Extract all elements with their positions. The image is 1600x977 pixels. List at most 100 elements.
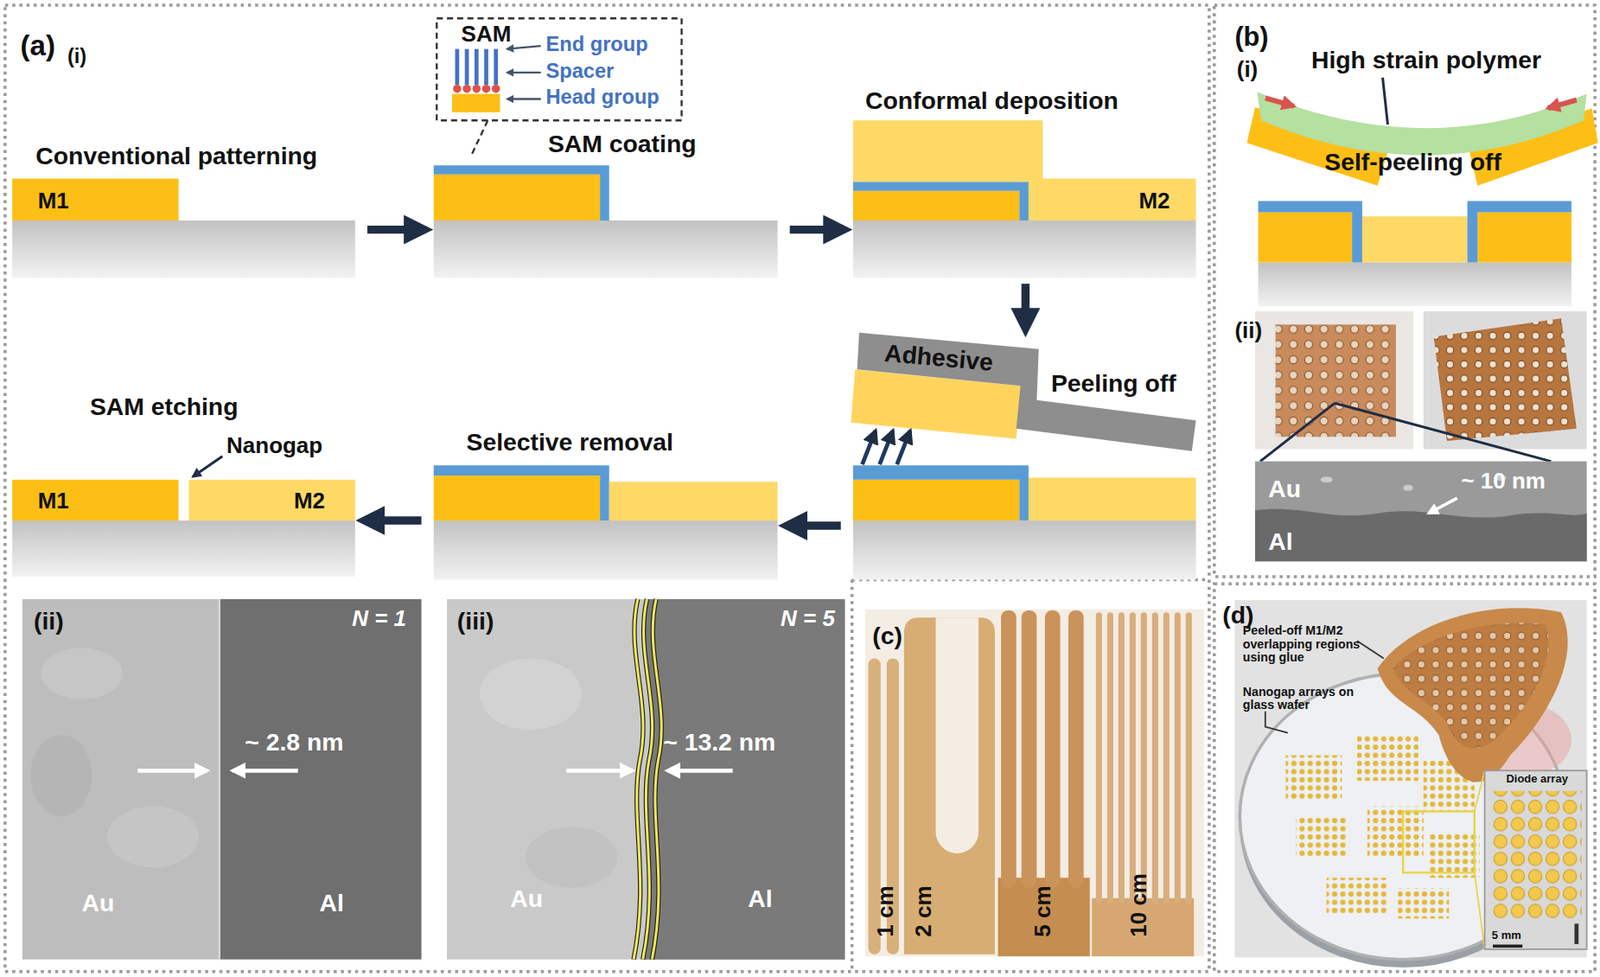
cross-section (433, 475, 600, 521)
electrode-photo (1152, 611, 1159, 903)
adhesive-label: Adhesive (883, 339, 995, 377)
self-peeling-schematic: High strain polymerSelf-peeling off (1249, 45, 1592, 308)
sam-molecule-sketch (457, 49, 497, 85)
tem-micrograph (479, 657, 582, 730)
tem-micrograph (643, 599, 653, 960)
wafer-photo (1357, 734, 1419, 781)
cross-section (433, 220, 778, 278)
material-label: Al (318, 889, 344, 917)
process-step: Selective removal (433, 428, 778, 581)
gap-measurement: ~ 10 nm (1460, 469, 1545, 495)
panel-frame (1214, 583, 1595, 972)
electrode-photo (1129, 611, 1136, 903)
wafer-photo (1397, 887, 1449, 918)
cross-section (12, 178, 179, 221)
tem-micrograph (633, 599, 644, 960)
tem-image: (ii)N = 1~ 2.8 nmAuAl (22, 599, 422, 960)
cross-section (1028, 477, 1197, 521)
electrode-photo (1045, 610, 1061, 888)
tem-micrograph (446, 599, 845, 960)
electrode-photo (1107, 611, 1114, 903)
sam-molecule-sketch (465, 49, 470, 85)
cross-section (433, 174, 600, 221)
wafer-photo (1402, 810, 1475, 873)
cross-section (433, 465, 778, 580)
cross-section (853, 120, 1197, 278)
step-title: SAM etching (89, 394, 239, 421)
cross-section (851, 332, 1197, 581)
sam-molecule-sketch (491, 84, 500, 93)
sam-molecule-sketch (507, 45, 542, 99)
wafer-photo (1234, 599, 1587, 968)
electrode-photo (1021, 610, 1038, 888)
process-arrow (790, 521, 842, 530)
sam-molecule-sketch (452, 84, 500, 93)
material-label: Au (1268, 475, 1301, 503)
tem-micrograph (633, 599, 644, 960)
length-label: 5 cm (1030, 885, 1056, 937)
length-label: 10 cm (1126, 873, 1152, 938)
material-label: Al (747, 886, 772, 913)
electrode-photo (904, 617, 995, 955)
self-peeling-sketch (1247, 77, 1599, 306)
tem-micrograph (566, 768, 733, 773)
tem-micrograph (651, 599, 662, 960)
cross-section (433, 165, 778, 278)
wafer-photo (1491, 790, 1582, 919)
sam-molecule-sketch (507, 45, 542, 50)
panel-frame (1214, 5, 1595, 577)
cross-section (12, 456, 356, 577)
self-peeling-sketch (1258, 201, 1363, 263)
wafer-photo (1492, 944, 1523, 949)
cross-section (433, 520, 778, 580)
tem-micrograph (446, 599, 845, 960)
cross-section (433, 465, 610, 521)
metal-label: M1 (38, 188, 70, 214)
material-label: Au (81, 889, 115, 917)
wafer-photo (1357, 640, 1384, 658)
electrode-photo (1118, 611, 1125, 903)
sam-part-label: Spacer (546, 58, 615, 82)
sem-micrograph (1255, 509, 1588, 562)
wafer-photo (1377, 607, 1569, 782)
device-photo (1434, 318, 1577, 441)
wafer-photo (1285, 755, 1342, 802)
tem-micrograph (566, 768, 633, 773)
gap-label: Nanogap (226, 433, 323, 459)
panel-label: (a) (20, 30, 56, 62)
panel-label: (c) (872, 622, 903, 650)
electrode-photo (865, 609, 1205, 957)
metal-label: M1 (38, 488, 70, 514)
sam-molecule-sketch (484, 49, 489, 85)
tem-micrograph (40, 648, 122, 700)
wafer-photo (1265, 711, 1288, 734)
electrode-photo (1096, 611, 1103, 903)
sem-micrograph (1428, 497, 1458, 514)
self-peeling-sketch (1258, 212, 1353, 263)
sam-molecule-sketch (452, 94, 500, 113)
inset-title: Diode array (1505, 772, 1568, 785)
schematic-label: Self-peeling off (1324, 148, 1502, 176)
tem-micrograph (218, 599, 221, 960)
process-step: SAM etchingNanogapM1M2 (12, 392, 356, 576)
length-label: 1 cm (873, 885, 899, 937)
panel-frame (5, 5, 1595, 972)
sam-molecule-sketch (482, 84, 491, 93)
sam-molecule-sketch (493, 49, 498, 85)
electrode-photo (1185, 611, 1193, 903)
cross-section (853, 191, 1020, 221)
cross-section (853, 520, 1197, 580)
wafer-photo (1474, 872, 1486, 950)
step-title: Conformal deposition (865, 88, 1119, 115)
panel-label: (iii) (457, 608, 494, 636)
sam-title: SAM (461, 22, 512, 48)
sam-molecule-sketch (507, 97, 542, 100)
cross-section (188, 479, 355, 521)
gap-measurement: ~ 2.8 nm (244, 728, 344, 756)
tem-micrograph (30, 734, 92, 816)
metal-label: M2 (1138, 188, 1170, 214)
self-peeling-sketch (1477, 212, 1572, 263)
tem-micrograph (643, 599, 846, 960)
panel-label: (b) (1234, 22, 1269, 52)
